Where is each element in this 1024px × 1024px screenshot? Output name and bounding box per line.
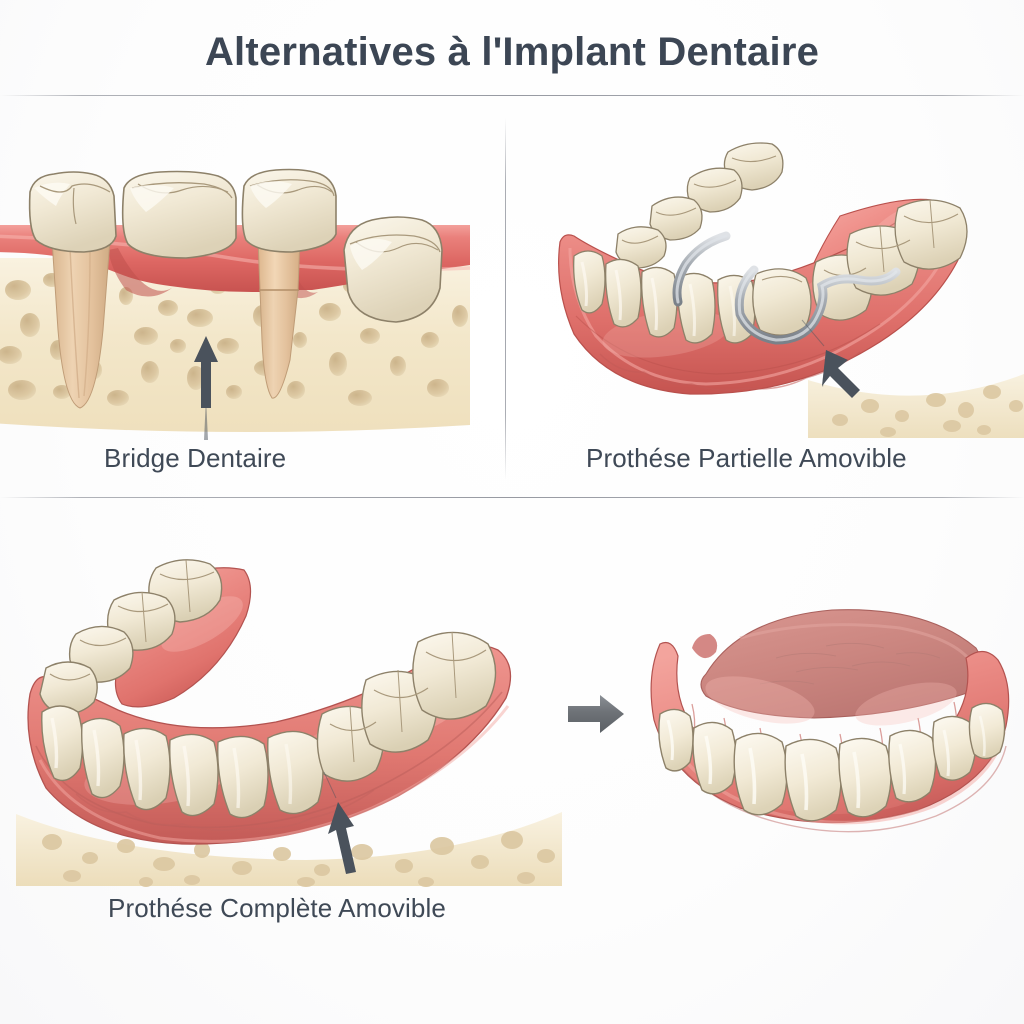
caption-bridge: Bridge Dentaire <box>104 443 287 473</box>
denture-teeth-back-right <box>316 631 497 782</box>
denture-teeth-back-left <box>39 559 223 715</box>
flow-arrow-right-icon <box>568 695 624 733</box>
divider-middle <box>0 497 1024 498</box>
jaw-bone-complete <box>16 812 562 887</box>
denture-teeth-front <box>41 705 324 819</box>
dental-bridge-illustration <box>0 168 471 440</box>
metal-clasp-group <box>672 231 901 345</box>
divider-vertical <box>505 118 506 480</box>
flow-arrow-container <box>566 692 626 736</box>
panel-upper-denture <box>600 596 1024 886</box>
denture-teeth-posterior-left <box>615 142 784 269</box>
bone-loss-arrow-partial <box>801 319 860 398</box>
panel-bridge <box>0 140 471 440</box>
caption-complete: Prothése Complète Amovible <box>108 893 446 923</box>
upper-denture-illustration <box>650 609 1010 833</box>
bone-loss-arrow-complete <box>323 771 356 874</box>
denture-palate <box>700 609 984 719</box>
jaw-bone-partial <box>808 374 1024 438</box>
denture-teeth-upper <box>658 702 1006 822</box>
partial-denture-illustration <box>558 142 1024 438</box>
divider-top <box>0 95 1024 96</box>
denture-teeth-posterior-right <box>812 199 968 321</box>
clasped-replacement-tooth <box>752 268 812 336</box>
natural-molar-right <box>343 216 443 323</box>
complete-denture-illustration <box>16 559 562 887</box>
panel-complete <box>6 546 566 887</box>
header: Alternatives à l'Implant Dentaire <box>0 0 1024 96</box>
panel-partial <box>540 138 1024 438</box>
page-title: Alternatives à l'Implant Dentaire <box>204 30 820 74</box>
caption-partial: Prothése Partielle Amovible <box>586 443 907 473</box>
bone-loss-arrow-bridge <box>194 336 218 440</box>
abutment-root-left <box>51 239 111 409</box>
bridge-prosthesis <box>28 168 337 259</box>
